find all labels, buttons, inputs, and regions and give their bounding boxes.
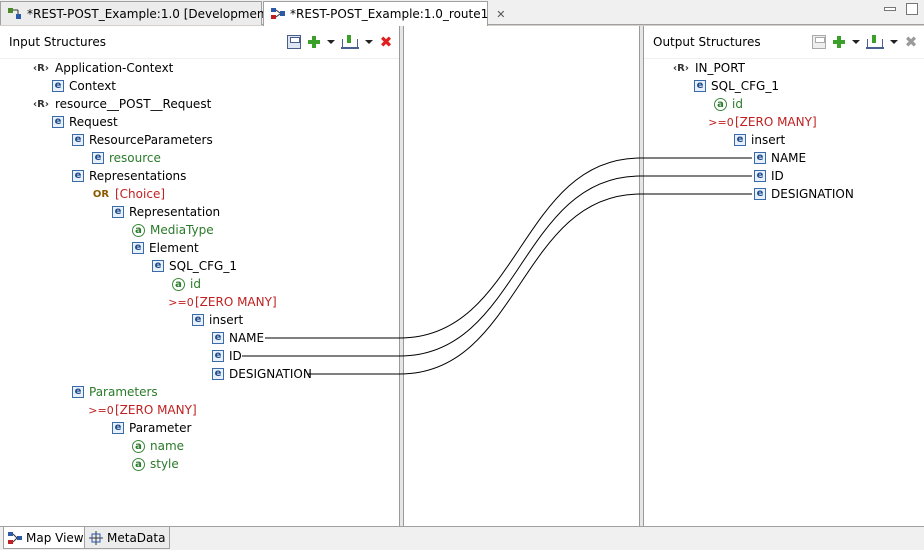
element-icon: e (72, 386, 84, 398)
tree-node[interactable]: >=0[ZERO MANY] (708, 115, 817, 129)
element-icon: e (192, 314, 204, 326)
root-icon: ‹R› (33, 62, 49, 74)
element-icon: e (754, 152, 766, 164)
tree-node[interactable]: ‹R›Application-Context (33, 61, 174, 75)
tree-node[interactable]: OR[Choice] (92, 187, 166, 201)
element-icon: e (734, 134, 746, 146)
input-panel-title: Input Structures (9, 35, 106, 49)
root-icon: ‹R› (33, 98, 49, 110)
element-icon: e (212, 350, 224, 362)
element-icon: e (72, 134, 84, 146)
tab-development-label: *REST-POST_Example:1.0 [Development] (27, 6, 274, 21)
element-icon: e (694, 80, 706, 92)
tab-route1[interactable]: *REST-POST_Example:1.0_route1 ✕ (263, 1, 505, 26)
bottom-tab-bar: Map View MetaData (0, 526, 924, 550)
attribute-icon: a (714, 97, 727, 111)
tree-node[interactable]: ‹R›IN_PORT (673, 61, 745, 75)
metadata-icon (89, 530, 103, 545)
map-view: Input Structures ✖ ‹R›Application-Contex… (0, 26, 924, 526)
element-icon: e (754, 170, 766, 182)
tree-node[interactable]: >=0[ZERO MANY] (168, 295, 277, 309)
root-icon: ‹R› (673, 62, 689, 74)
maximize-button[interactable] (906, 3, 918, 15)
chevron-down-icon[interactable] (365, 40, 373, 44)
attribute-icon: a (132, 457, 145, 471)
tree-node[interactable]: ‹R›resource__POST__Request (33, 97, 212, 111)
element-icon: e (132, 242, 144, 254)
element-icon: e (52, 116, 64, 128)
output-panel-title: Output Structures (653, 35, 761, 49)
output-panel-header: Output Structures ✖ (644, 26, 924, 59)
element-icon: e (72, 170, 84, 182)
tab-metadata[interactable]: MetaData (84, 527, 171, 549)
tree-node[interactable]: >=0[ZERO MANY] (88, 403, 197, 417)
chevron-down-icon[interactable] (890, 40, 898, 44)
input-structures-panel: Input Structures ✖ ‹R›Application-Contex… (0, 26, 400, 526)
minimize-button[interactable] (884, 7, 896, 11)
delete-icon: ✖ (904, 33, 918, 51)
tab-development[interactable]: *REST-POST_Example:1.0 [Development] (0, 1, 274, 25)
element-icon: e (212, 368, 224, 380)
attribute-icon: a (132, 223, 145, 237)
import-icon[interactable] (341, 35, 359, 49)
add-icon[interactable] (832, 35, 846, 49)
save-icon[interactable] (287, 35, 301, 49)
element-icon: e (754, 188, 766, 200)
element-icon: e (92, 152, 104, 164)
chevron-down-icon[interactable] (852, 40, 860, 44)
cardinality-icon: >=0 (88, 403, 114, 417)
close-icon[interactable]: ✕ (496, 7, 506, 21)
import-icon[interactable] (866, 35, 884, 49)
attribute-icon: a (172, 277, 185, 291)
tab-route1-label: *REST-POST_Example:1.0_route1 (290, 7, 489, 21)
tab-map-view[interactable]: Map View (3, 527, 89, 549)
element-icon: e (112, 422, 124, 434)
input-panel-header: Input Structures ✖ (0, 26, 399, 59)
attribute-icon: a (132, 439, 145, 453)
mapper-icon (270, 7, 286, 21)
element-icon: e (52, 80, 64, 92)
cardinality-icon: >=0 (708, 115, 734, 129)
mapping-panel (403, 26, 640, 526)
element-icon: e (112, 206, 124, 218)
element-icon: e (152, 260, 164, 272)
element-icon: e (212, 332, 224, 344)
delete-icon[interactable]: ✖ (379, 33, 393, 51)
choice-icon: OR (92, 188, 110, 200)
add-icon[interactable] (307, 35, 321, 49)
chevron-down-icon[interactable] (327, 40, 335, 44)
process-icon (7, 7, 23, 21)
editor-tab-bar: *REST-POST_Example:1.0 [Development] *RE… (0, 0, 924, 26)
cardinality-icon: >=0 (168, 295, 194, 309)
map-view-icon (8, 531, 22, 545)
save-icon (812, 35, 826, 49)
